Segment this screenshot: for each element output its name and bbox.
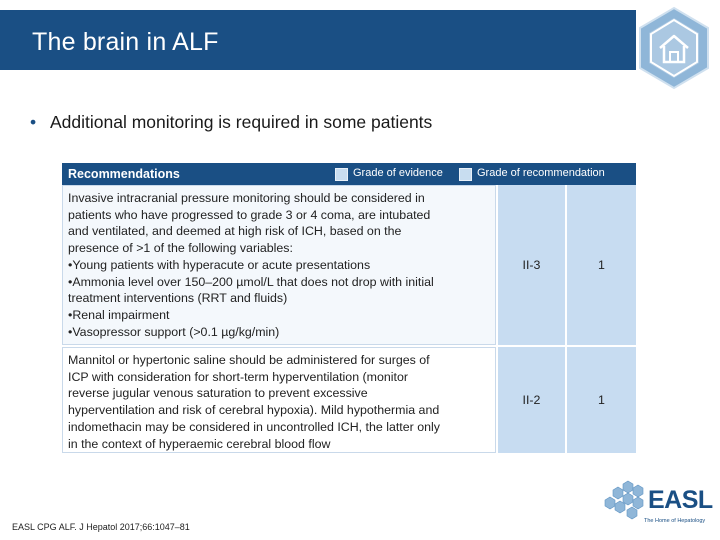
text-line: reverse jugular venous saturation to pre… xyxy=(68,386,368,401)
grade-of-recommendation: 1 xyxy=(567,185,636,345)
text-line: hyperventilation and risk of cerebral hy… xyxy=(68,403,440,418)
grade-of-evidence: II-2 xyxy=(498,347,565,453)
text-line: patients who have progressed to grade 3 … xyxy=(68,207,431,222)
text-line: •Young patients with hyperacute or acute… xyxy=(68,257,371,272)
logo-wordmark: EASL xyxy=(648,486,713,514)
header-grade-evidence: Grade of evidence xyxy=(353,167,443,179)
text-line: Invasive intracranial pressure monitorin… xyxy=(68,191,425,205)
grade-of-evidence: II-3 xyxy=(498,185,565,345)
grade-evidence-swatch xyxy=(335,168,348,181)
bullet-point: • Additional monitoring is required in so… xyxy=(30,112,432,133)
table-row: Invasive intracranial pressure monitorin… xyxy=(62,185,636,345)
text-line: •Ammonia level over 150–200 µmol/L that … xyxy=(68,274,434,289)
recommendation-text: Invasive intracranial pressure monitorin… xyxy=(62,185,496,345)
recommendations-table: Recommendations Grade of evidence Grade … xyxy=(62,163,636,453)
hexagon-cluster-icon xyxy=(604,480,644,520)
text-line: presence of >1 of the following variable… xyxy=(68,241,293,256)
table-row: Mannitol or hypertonic saline should be … xyxy=(62,347,636,453)
header-grade-recommendation: Grade of recommendation xyxy=(477,167,605,179)
text-line: Mannitol or hypertonic saline should be … xyxy=(68,353,430,367)
page-title: The brain in ALF xyxy=(32,28,219,56)
grade-of-recommendation: 1 xyxy=(567,347,636,453)
header-recommendations: Recommendations xyxy=(68,167,180,181)
text-line: indomethacin may be considered in uncont… xyxy=(68,419,440,434)
home-icon xyxy=(639,6,709,90)
recommendation-text: Mannitol or hypertonic saline should be … xyxy=(62,347,496,453)
text-line: ICP with consideration for short-term hy… xyxy=(68,369,408,384)
bullet-icon: • xyxy=(30,112,37,132)
text-line: •Renal impairment xyxy=(68,307,170,322)
text-line: and ventilated, and deemed at high risk … xyxy=(68,224,402,239)
bullet-text: Additional monitoring is required in som… xyxy=(50,112,433,132)
grade-recommendation-swatch xyxy=(459,168,472,181)
easl-logo: EASL The Home of Hepatology xyxy=(604,478,714,534)
text-line: in the context of hyperaemic cerebral bl… xyxy=(68,436,331,451)
table-header: Recommendations Grade of evidence Grade … xyxy=(62,163,636,185)
citation: EASL CPG ALF. J Hepatol 2017;66:1047–81 xyxy=(12,522,190,532)
title-bar xyxy=(0,10,636,70)
text-line: treatment interventions (RRT and fluids) xyxy=(68,291,288,306)
home-button[interactable] xyxy=(636,4,712,92)
text-line: •Vasopressor support (>0.1 µg/kg/min) xyxy=(68,324,280,339)
logo-tagline: The Home of Hepatology xyxy=(644,518,706,524)
